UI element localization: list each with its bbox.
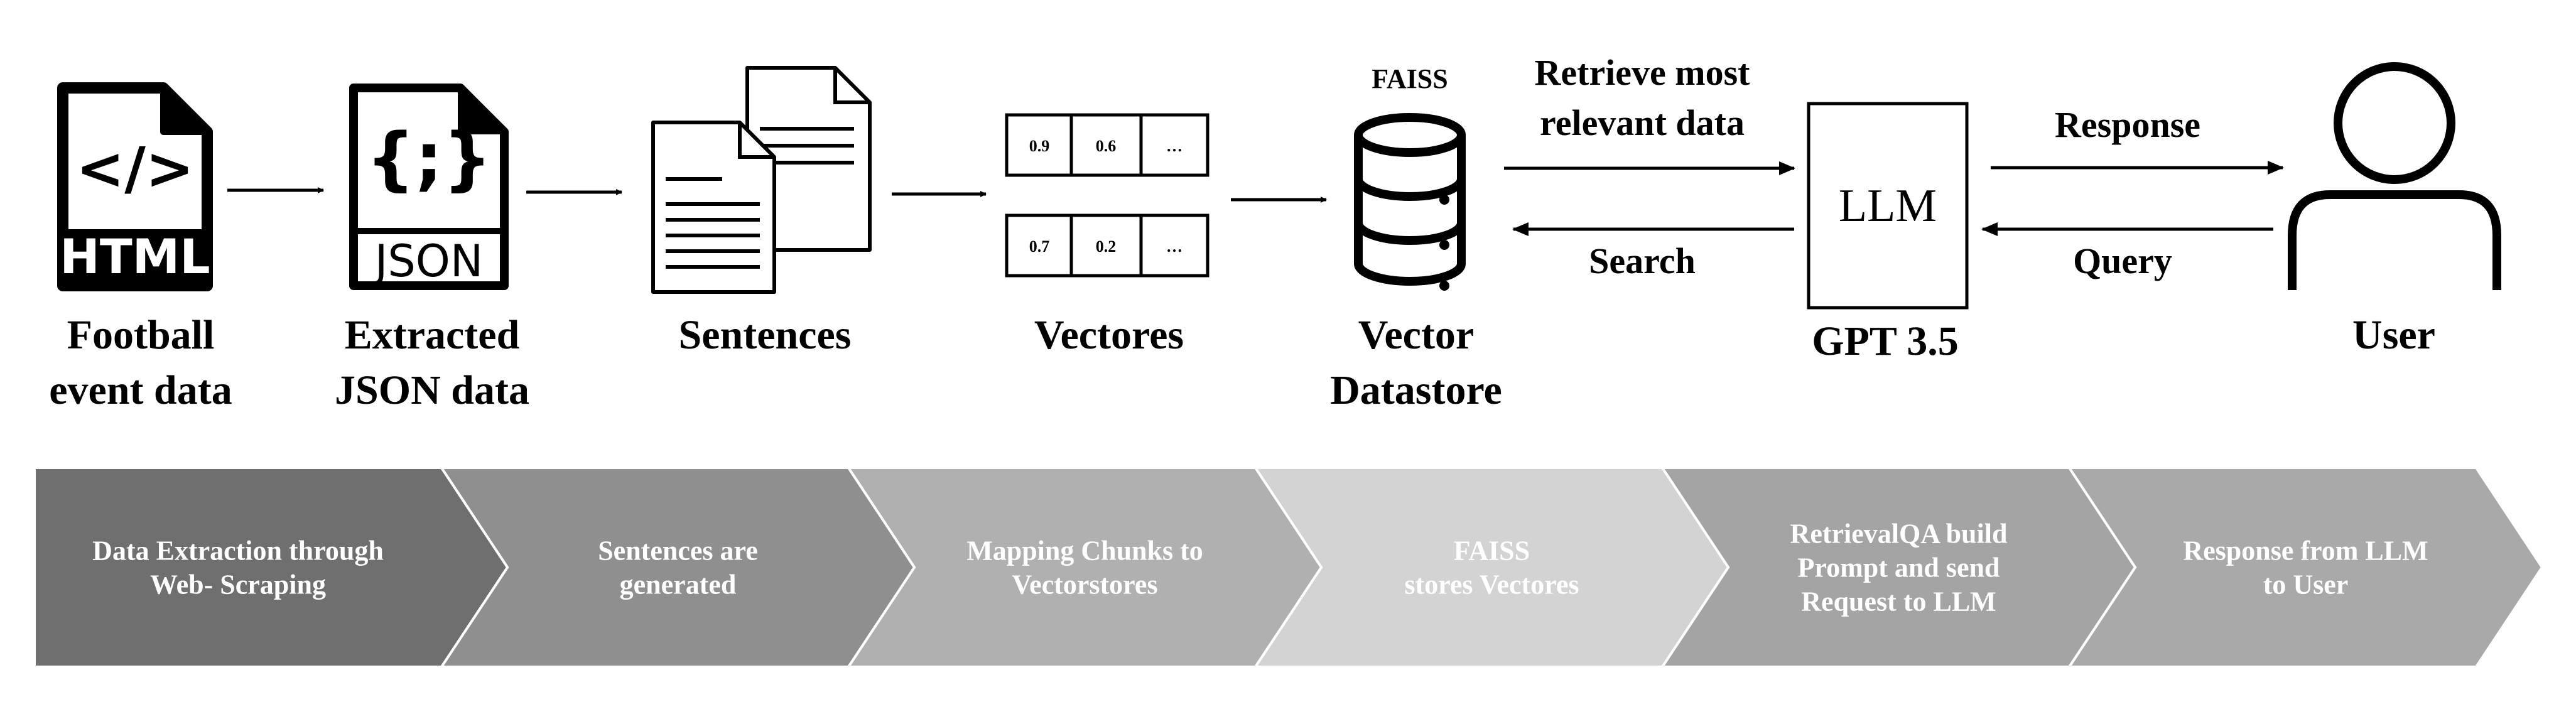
search-label: Search xyxy=(1589,240,1696,281)
vector-cell: 0.9 xyxy=(1029,137,1050,155)
vector-cell: 0.2 xyxy=(1096,237,1117,256)
documents-icon xyxy=(651,66,872,294)
vectores-label: Vectores xyxy=(1034,312,1184,358)
process-step-label: Request to LLM xyxy=(1801,586,1996,617)
json-label-line2: JSON data xyxy=(335,367,529,413)
process-step-chevron xyxy=(33,467,509,668)
query-label: Query xyxy=(2073,240,2172,281)
response-label: Response xyxy=(2055,104,2200,145)
html-tag-text: HTML xyxy=(60,229,210,284)
json-tag-text: JSON xyxy=(372,235,484,287)
sentences-label: Sentences xyxy=(679,312,852,358)
process-step-label: generated xyxy=(620,570,737,600)
database-icon xyxy=(1354,113,1466,291)
json-brace-glyph: {;} xyxy=(366,118,492,198)
vector-row-1: 0.9 0.6 … xyxy=(1005,113,1210,177)
football-label-line2: event data xyxy=(49,367,232,413)
process-step-label: Data Extraction through xyxy=(92,536,384,566)
process-step-chevron xyxy=(1253,467,1730,668)
process-step-chevron xyxy=(439,467,916,668)
process-step-label: stores Vectores xyxy=(1404,570,1579,600)
user-label: User xyxy=(2352,312,2435,358)
faiss-label: FAISS xyxy=(1372,63,1448,94)
process-step-label: Sentences are xyxy=(598,536,758,566)
json-label-line1: Extracted xyxy=(345,312,520,358)
vector-cell: 0.7 xyxy=(1029,237,1050,256)
datastore-label-line1: Vector xyxy=(1358,312,1474,358)
process-step-label: FAISS xyxy=(1454,536,1530,566)
user-icon xyxy=(2288,62,2501,290)
process-step-chevron xyxy=(846,467,1323,668)
vector-row-2: 0.7 0.2 … xyxy=(1005,213,1210,278)
football-label-line1: Football xyxy=(67,312,215,358)
process-step-label: Vectorstores xyxy=(1012,570,1157,600)
process-step-label: Web- Scraping xyxy=(150,570,326,600)
json-file-icon: {;} JSON xyxy=(349,84,509,290)
process-step-label: Mapping Chunks to xyxy=(966,536,1203,566)
gpt-caption: GPT 3.5 xyxy=(1812,318,1958,364)
process-step-chevron xyxy=(2067,467,2544,668)
html-file-icon: </> HTML xyxy=(57,82,213,291)
process-steps: Response from LLM to User RetrievalQA buil… xyxy=(33,467,2544,668)
vector-cell: … xyxy=(1166,137,1182,155)
vector-cell: … xyxy=(1166,237,1182,256)
process-step-label: Response from LLM xyxy=(2183,536,2428,566)
datastore-label-line2: Datastore xyxy=(1330,367,1502,413)
process-step-label: RetrievalQA build xyxy=(1790,519,2008,549)
llm-box: LLM xyxy=(1807,102,1969,310)
process-step-label: Prompt and send xyxy=(1798,553,2000,583)
html-code-glyph: </> xyxy=(76,135,194,202)
retrieve-label-line1: Retrieve most xyxy=(1535,52,1751,93)
process-step-label: to User xyxy=(2263,570,2349,600)
retrieve-label-line2: relevant data xyxy=(1540,102,1745,143)
vector-cell: 0.6 xyxy=(1096,137,1117,155)
llm-box-label: LLM xyxy=(1839,180,1937,232)
